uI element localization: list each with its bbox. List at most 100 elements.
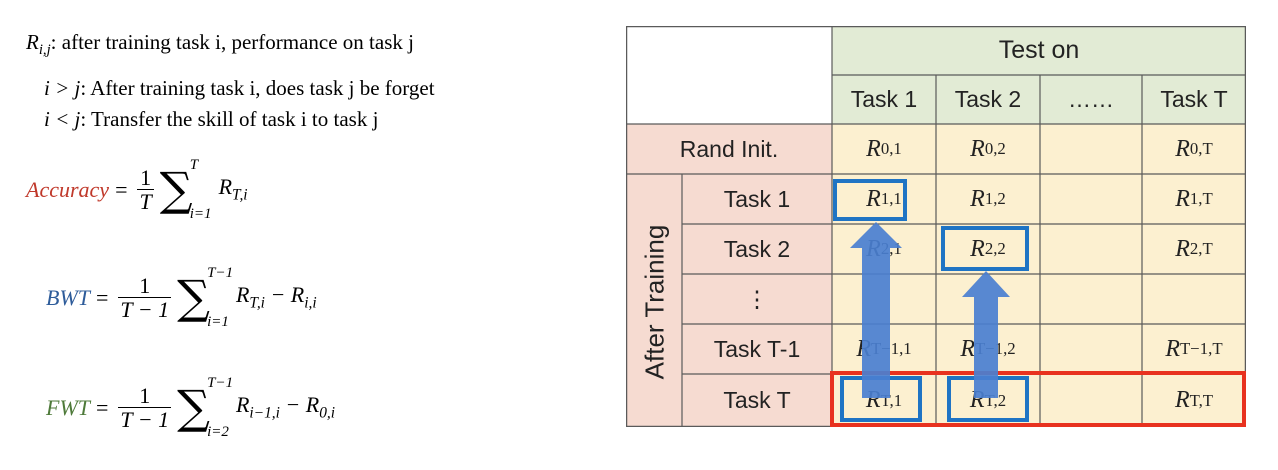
fwt-formula: FWT = 1 T − 1 ∑ T−1 i=2 Ri−1,i − R0,i: [46, 374, 336, 440]
r-symbol: R: [970, 235, 985, 262]
sum-upper: T: [189, 156, 199, 173]
cell-subscript: 2,1: [880, 239, 902, 258]
term-symbol: R: [235, 282, 250, 308]
cell-subscript: 1,1: [880, 189, 902, 208]
r-symbol: R: [1175, 185, 1190, 212]
cell-subscript: 0,1: [880, 139, 902, 158]
after-training-label: After Training: [639, 224, 669, 380]
tail-subscript: 0,i: [319, 404, 336, 422]
r-symbol: R: [970, 135, 985, 162]
rand-init-band: [626, 124, 832, 174]
r-symbol: R: [1175, 235, 1190, 262]
r-symbol: R: [1165, 335, 1181, 362]
r-description: : after training task i, performance on …: [50, 30, 414, 54]
row-label-rand-init: Rand Init.: [679, 135, 779, 162]
term-tail: − R: [279, 392, 320, 418]
accuracy-label: Accuracy: [26, 176, 110, 202]
lt-condition: i < j: [44, 107, 81, 131]
cell-subscript: T−1,1: [870, 339, 912, 358]
bwt-label: BWT: [46, 284, 90, 310]
r-symbol: R: [970, 185, 985, 212]
r-symbol: R: [866, 235, 881, 262]
row-label-task1: Task 1: [723, 185, 791, 212]
sum-lower: i=2: [207, 423, 229, 440]
bwt-term: RT,i − Ri,i: [236, 282, 317, 312]
cell-subscript: T−1,T: [1180, 339, 1223, 358]
term-subscript: T,i: [249, 294, 265, 312]
cell-subscript: 1,T: [1189, 189, 1213, 208]
bwt-formula: BWT = 1 T − 1 ∑ T−1 i=1 RT,i − Ri,i: [46, 264, 317, 330]
cell-subscript: T,T: [1189, 390, 1214, 410]
cell-subscript: 1,2: [984, 189, 1006, 208]
row-label-vdots: ⋮: [745, 285, 769, 312]
results-matrix: Test on Task 1 Task 2 …… Task T Rand Ini…: [626, 26, 1246, 427]
row-label-taskT1: Task T-1: [713, 335, 801, 362]
sum-lower: i=1: [207, 313, 229, 330]
row-label-taskT: Task T: [723, 387, 791, 413]
rT1-highlight: [840, 376, 922, 422]
lt-description: : Transfer the skill of task i to task j: [80, 107, 379, 131]
definitions-panel: Ri,j: after training task i, performance…: [0, 0, 600, 470]
summation-icon: ∑ T−1 i=1: [177, 264, 234, 330]
r-symbol: R: [866, 185, 881, 212]
r11-highlight: [833, 179, 907, 221]
r-definition: Ri,j: after training task i, performance…: [26, 30, 414, 59]
fraction-numerator: 1: [118, 384, 172, 409]
cell-subscript: T−1,2: [974, 339, 1016, 358]
gt-condition: i > j: [44, 76, 81, 100]
forget-definition: i > j: After training task i, does task …: [44, 76, 435, 101]
summation-icon: ∑ T i=1: [159, 156, 212, 222]
sum-upper: T−1: [207, 264, 234, 281]
r-symbol: R: [866, 135, 881, 162]
row-label-task2: Task 2: [723, 235, 791, 262]
r-symbol: R: [1174, 387, 1190, 413]
summation-icon: ∑ T−1 i=2: [177, 374, 234, 440]
after-training-band: [626, 174, 832, 427]
accuracy-formula: Accuracy = 1 T ∑ T i=1 RT,i: [26, 156, 248, 222]
r-symbol: R: [856, 335, 871, 362]
term-symbol: R: [235, 392, 250, 418]
test-on-header: Test on: [998, 36, 1080, 64]
fraction-denominator: T: [139, 189, 152, 215]
cell-subscript: 2,T: [1189, 239, 1213, 258]
term-subscript: i−1,i: [249, 404, 280, 422]
fraction-numerator: 1: [137, 166, 154, 191]
sum-lower: i=1: [189, 205, 212, 222]
col-header-task2: Task 2: [954, 86, 1022, 112]
transfer-definition: i < j: Transfer the skill of task i to t…: [44, 107, 378, 132]
gt-description: : After training task i, does task j be …: [80, 76, 435, 100]
accuracy-fraction: 1 T: [137, 166, 154, 215]
r-symbol: R: [960, 335, 975, 362]
r-subscript: i,j: [38, 42, 51, 59]
fraction-denominator: T − 1: [120, 407, 170, 433]
r-symbol: R: [1175, 135, 1190, 162]
term-symbol: R: [218, 174, 233, 200]
cell-subscript: 0,T: [1189, 139, 1213, 158]
term-tail: − R: [264, 282, 305, 308]
r-symbol: R: [26, 30, 39, 54]
col-header-task1: Task 1: [850, 86, 918, 112]
fwt-term: Ri−1,i − R0,i: [236, 392, 335, 422]
r22-highlight: [941, 226, 1029, 271]
last-row-highlight: [830, 371, 1246, 427]
bwt-fraction: 1 T − 1: [118, 274, 172, 321]
cell-subscript: 2,2: [984, 239, 1006, 258]
tail-subscript: i,i: [304, 294, 317, 312]
accuracy-term: RT,i: [219, 174, 248, 204]
sum-upper: T−1: [207, 374, 234, 391]
cell-subscript: 0,2: [984, 139, 1006, 158]
fwt-fraction: 1 T − 1: [118, 384, 172, 433]
rT2-highlight: [947, 376, 1029, 422]
